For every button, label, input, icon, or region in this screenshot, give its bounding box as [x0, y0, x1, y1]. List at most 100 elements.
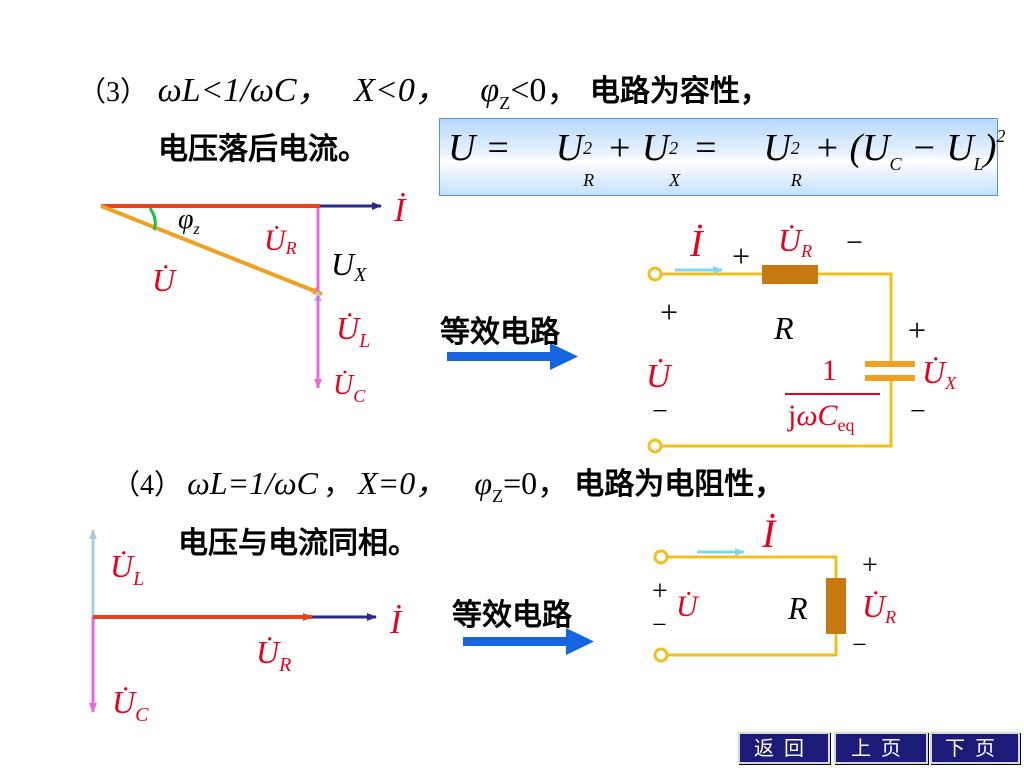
case4-heading: （4） ωL=1/ωC ， X=0， φZ=0， 电路为电阻性， [112, 458, 784, 506]
circuit4-plus-right: + [862, 550, 878, 581]
case3-paren: （3） [78, 77, 149, 108]
formula-sq2: 2 [669, 138, 679, 158]
circuit3-frac-wc: ωC [796, 399, 838, 432]
terminal-bottom-4 [653, 647, 669, 663]
circuit3-i: İ [690, 223, 703, 265]
formula-ul: U [946, 127, 974, 169]
circuit4-ur-sub: R [885, 607, 897, 627]
label-ur-4-sub: R [279, 654, 292, 676]
label-ur-4: U̇R [256, 634, 291, 677]
case4-phi: φ [474, 465, 493, 501]
case3-desc: 电路为容性， [589, 74, 770, 109]
label-ul-4: U̇L [110, 548, 144, 591]
circuit3-ux: U̇X [922, 354, 956, 394]
formula-eq2: = [692, 127, 719, 169]
phasor-diagram-case3 [100, 202, 382, 389]
formula-sub-l: L [973, 154, 984, 174]
phi-arc-3 [148, 207, 157, 231]
formula-box [439, 118, 998, 196]
equiv-label-4: 等效电路 [452, 598, 572, 633]
case3-cond1: ωL<1/ωC， [157, 72, 331, 109]
case4-cond3: =0， [503, 465, 570, 501]
circuit4-minus-left: − [652, 610, 667, 639]
label-phi-3: φz [178, 204, 200, 239]
case4-phi-sub: Z [492, 486, 504, 506]
case4-cond2: X=0， [358, 465, 448, 501]
label-ux-3-sym: U [331, 246, 355, 282]
label-i-4: İ [390, 604, 402, 641]
terminal-top-3 [647, 266, 663, 282]
label-uc-3: U̇C [333, 370, 365, 407]
formula-eq1: = [484, 127, 511, 169]
label-ul-3-sym: U̇ [336, 310, 360, 346]
case3-cond2: X<0， [354, 72, 449, 109]
circuit3-ur-sym: U̇ [778, 222, 802, 258]
case3-phi: φ [480, 72, 500, 109]
label-ul-4-sub: L [133, 568, 145, 590]
terminal-top-4 [653, 549, 669, 565]
label-uc-3-sub: C [353, 386, 366, 406]
formula-ur2: U [763, 127, 791, 169]
case3-cond3: <0， [510, 72, 581, 109]
next-page-button[interactable]: 下页 [930, 732, 1020, 764]
circuit3-minus-top: − [846, 226, 863, 259]
equiv-arrow-4 [463, 628, 594, 655]
case3-line2: 电压落后电流。 [158, 132, 368, 167]
circuit3-plus-left: + [660, 294, 679, 330]
label-ur-3-sym: U̇ [264, 224, 286, 257]
label-ur-3: U̇R [264, 224, 297, 259]
case4-paren: （4） [112, 470, 183, 501]
label-u-3: U̇ [152, 262, 176, 298]
back-button[interactable]: 返回 [738, 732, 830, 764]
label-i-3: İ [394, 192, 406, 229]
resistor-r-3 [762, 265, 818, 284]
circuit4-i: İ [762, 511, 776, 556]
circuit3-r: R [774, 310, 794, 346]
label-ur-4-sym: U̇ [256, 634, 280, 670]
equiv-arrow-3 [447, 343, 578, 370]
circuit-case3 [647, 265, 915, 454]
circuit3-frac-j: j [788, 399, 797, 432]
case4-desc: 电路为电阻性， [574, 467, 785, 502]
case4-cond1: ωL=1/ωC [187, 465, 318, 501]
formula-ur: U [555, 127, 584, 169]
label-ul-3-sub: L [359, 330, 371, 352]
prev-page-button[interactable]: 上页 [834, 732, 928, 764]
circuit3-u: U̇ [646, 358, 671, 395]
circuit4-r: R [788, 590, 808, 626]
formula-plus2: + [814, 127, 840, 169]
u-phasor-3 [100, 204, 323, 296]
label-uc-4-sym: U̇ [112, 684, 136, 720]
circuit3-minus-right: − [910, 396, 926, 427]
formula-sub-x: X [669, 170, 681, 190]
resistor-r-4 [826, 578, 846, 634]
case3-heading: （3） ωL<1/ωC， X<0， φZ<0， 电路为容性， [78, 62, 770, 113]
formula-u: U [448, 127, 476, 169]
formula-sub-c: C [889, 154, 902, 174]
label-ux-3-sub: X [354, 264, 367, 286]
circuit4-ur: U̇R [862, 588, 896, 628]
formula-sq4: 2 [996, 126, 1006, 146]
circuit3-minus-left: − [652, 396, 668, 427]
label-phi-3-sub: z [193, 221, 200, 238]
formula-minus: − [911, 127, 937, 169]
case3-phi-sub: Z [499, 93, 511, 113]
circuit3-plus-right: + [908, 312, 927, 348]
circuit4-minus-right: − [852, 630, 867, 659]
circuit3-ur: U̇R [778, 222, 812, 262]
label-ux-3: UX [331, 246, 366, 287]
circuit3-frac-num: 1 [822, 354, 837, 387]
circuit-case4 [653, 548, 846, 663]
label-uc-3-sym: U̇ [333, 370, 354, 401]
formula-plus1: + [606, 127, 633, 169]
circuit3-ur-sub: R [801, 241, 813, 261]
circuit4-plus-left: + [652, 576, 668, 607]
terminal-bottom-3 [647, 438, 663, 454]
case4-line2: 电压与电流同相。 [178, 526, 418, 561]
circuit3-frac-den: jωCeq [788, 398, 855, 436]
circuit3-frac-sub: eq [837, 415, 855, 435]
formula-ux: U [641, 127, 670, 169]
circuit4-u: U̇ [676, 590, 698, 623]
